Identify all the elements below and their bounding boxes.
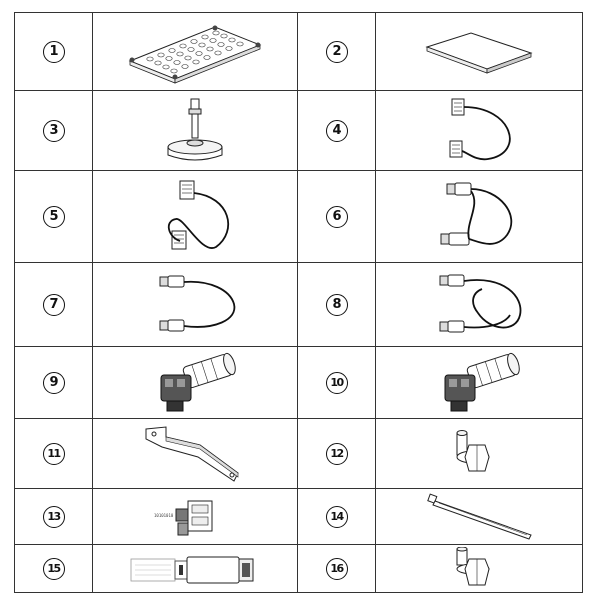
- part-number-cell: 8: [297, 262, 376, 347]
- flanged-bolt-icon: [456, 429, 490, 471]
- part-number: 9: [42, 372, 65, 394]
- cable-tie-icon: [427, 493, 532, 540]
- part-image-cell: [92, 544, 298, 593]
- part-number-cell: 13: [14, 488, 93, 545]
- mounting-bracket-icon: [145, 425, 239, 482]
- part-number-cell: 12: [297, 418, 376, 489]
- part-number: 4: [325, 120, 348, 142]
- part-number-cell: 1: [14, 12, 93, 91]
- part-number: 14: [325, 506, 348, 528]
- part-number: 12: [325, 443, 348, 465]
- part-number: 3: [42, 120, 65, 142]
- part-number-cell: 4: [297, 90, 376, 171]
- part-number-cell: 15: [14, 544, 93, 593]
- part-number-cell: 5: [14, 170, 93, 263]
- part-image-cell: [92, 90, 298, 171]
- part-image-cell: [375, 488, 583, 545]
- part-number: 13: [42, 506, 65, 528]
- part-image-cell: [92, 346, 298, 419]
- table-row: 1 2: [14, 12, 583, 91]
- plug-connector-icon: [130, 556, 254, 583]
- part-image-cell: [375, 544, 583, 593]
- flat-panel-icon: [425, 31, 533, 74]
- table-row: 9 10: [14, 346, 583, 419]
- table-row: 7 8: [14, 262, 583, 347]
- part-image-cell: [375, 418, 583, 489]
- perforated-tray-icon: [128, 25, 262, 84]
- part-image-cell: [375, 90, 583, 171]
- part-number-cell: 9: [14, 346, 93, 419]
- part-number-cell: 11: [14, 418, 93, 489]
- cable-with-round-connectors-icon: [439, 274, 522, 332]
- flanged-bolt-icon: [456, 546, 490, 585]
- part-number-cell: 16: [297, 544, 376, 593]
- cable-with-round-connectors-icon: [159, 275, 236, 331]
- parts-table-sheet: 1 2 3: [14, 12, 583, 593]
- part-number-cell: 7: [14, 262, 93, 347]
- part-image-cell: [375, 346, 583, 419]
- part-image-cell: [92, 418, 298, 489]
- angled-connector-icon: [160, 352, 236, 411]
- table-row: 11 12: [14, 418, 583, 489]
- part-image-cell: [375, 12, 583, 91]
- angled-connector-icon: [444, 352, 520, 411]
- part-number: 15: [42, 558, 65, 580]
- part-number: 11: [42, 443, 65, 465]
- part-number: 10: [325, 372, 348, 394]
- part-image-cell: [92, 262, 298, 347]
- part-number: 7: [42, 294, 65, 316]
- part-13-label: 10101010: [154, 513, 174, 518]
- part-number: 2: [325, 41, 348, 63]
- table-row: 5 6: [14, 170, 583, 263]
- part-number: 8: [325, 294, 348, 316]
- part-image-cell: [375, 170, 583, 263]
- part-number-cell: 10: [297, 346, 376, 419]
- table-row: 3 4: [14, 90, 583, 171]
- part-number-cell: 2: [297, 12, 376, 91]
- cable-with-connectors-icon: [449, 98, 511, 160]
- part-image-cell: [92, 170, 298, 263]
- cable-with-round-connectors-icon: [440, 182, 513, 245]
- part-number-cell: 6: [297, 170, 376, 263]
- table-row: 13 10101010 14: [14, 488, 583, 545]
- part-number-cell: 3: [14, 90, 93, 171]
- part-number: 1: [42, 41, 65, 63]
- part-image-cell: 10101010: [92, 488, 298, 545]
- part-image-cell: [375, 262, 583, 347]
- part-image-cell: [92, 12, 298, 91]
- part-number-cell: 14: [297, 488, 376, 545]
- leveling-foot-icon: [167, 98, 223, 160]
- part-number: 5: [42, 206, 65, 228]
- table-row: 15 16: [14, 544, 583, 593]
- terminal-block-icon: 10101010: [154, 500, 213, 535]
- parts-table: 1 2 3: [14, 12, 583, 593]
- part-number: 16: [325, 558, 348, 580]
- part-number: 6: [325, 206, 348, 228]
- cable-with-connectors-icon: [167, 180, 230, 249]
